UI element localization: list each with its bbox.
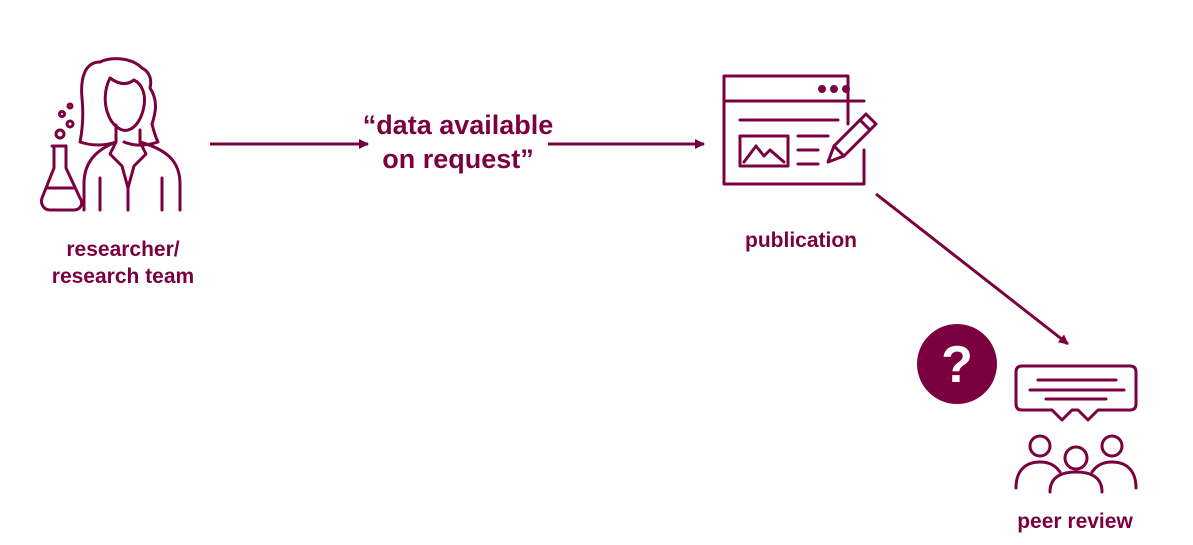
peer-review-label: peer review [1002, 508, 1148, 535]
question-badge: ? [917, 324, 997, 404]
peer-review-label-text: peer review [1017, 510, 1133, 533]
edge-label-data-available: “data available on request” [348, 109, 568, 177]
researcher-label-line-1: researcher/ [66, 238, 180, 261]
publication-label-text: publication [745, 229, 857, 252]
edge-label-line-1: “data available [362, 110, 554, 140]
scientist-with-flask-icon [40, 57, 182, 212]
people-with-speech-bubble-icon [1014, 364, 1138, 494]
arrow-publication-to-peer-review [875, 192, 1069, 346]
researcher-label: researcher/ research team [30, 236, 216, 291]
researcher-label-line-2: research team [51, 265, 195, 289]
document-with-pen-icon [722, 74, 878, 186]
question-badge-circle [917, 324, 997, 404]
question-mark-icon: ? [941, 336, 973, 394]
edge-label-line-2: on request” [382, 143, 534, 174]
publication-label: publication [720, 227, 882, 254]
